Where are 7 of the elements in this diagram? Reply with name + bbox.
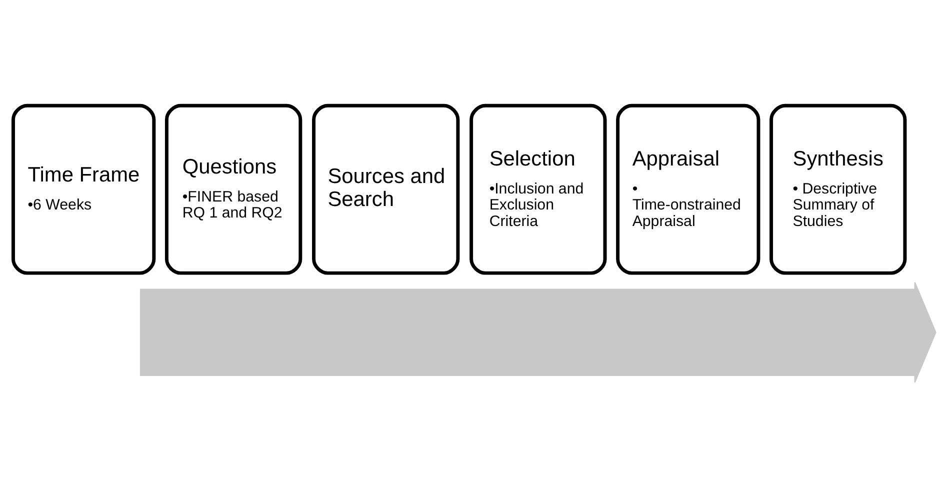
- node-box: Synthesis • Descriptive Summary of Studies: [770, 103, 907, 274]
- node-box: Appraisal • Time-onstrained Appraisal: [616, 103, 760, 274]
- node-box: Sources and Search: [312, 103, 460, 274]
- node-box: Time Frame •6 Weeks: [12, 103, 156, 274]
- node-arrow: [140, 281, 936, 382]
- node-box: Questions •FINER based RQ 1 and RQ2: [164, 103, 302, 274]
- node-box: Selection •Inclusion and Exclusion Criteria: [470, 103, 607, 274]
